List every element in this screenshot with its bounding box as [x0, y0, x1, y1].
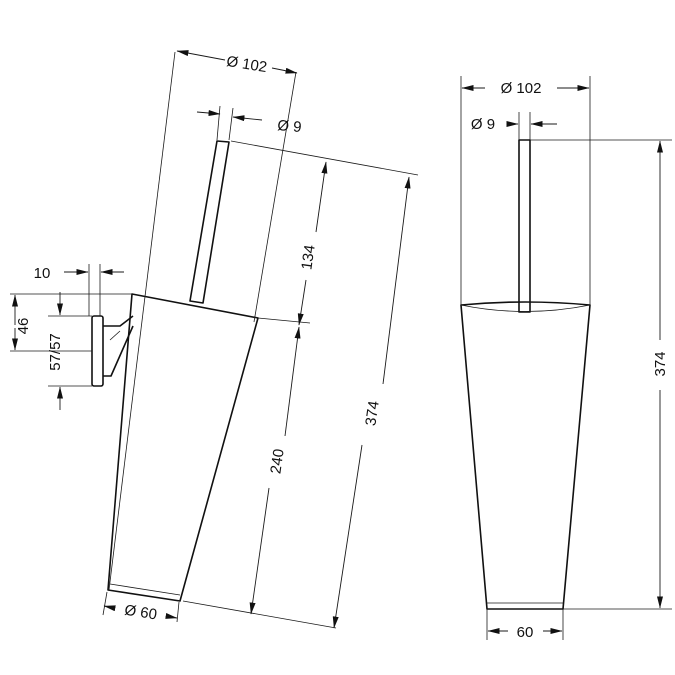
- front-brush-handle: [518, 139, 531, 313]
- front-diameter-top-label: Ø 102: [501, 80, 542, 97]
- wall-offset-label: 10: [34, 265, 51, 282]
- front-extension-lines: [460, 76, 672, 640]
- handle-length-label: 134: [298, 244, 318, 271]
- front-dimension-lines: [461, 85, 663, 634]
- front-holder-body: [460, 301, 591, 610]
- total-length-label: 374: [362, 400, 382, 427]
- side-diameter-bottom-label: Ø 60: [123, 602, 158, 624]
- front-diameter-handle-label: Ø 9: [471, 116, 495, 133]
- holder-body: [107, 293, 259, 602]
- side-view: Ø 102 Ø 9 10 46 57/57 134 240 374 Ø 60: [10, 50, 419, 629]
- bracket-spacing-label: 57/57: [47, 333, 64, 371]
- front-bottom-width-label: 60: [517, 624, 534, 641]
- side-dimension-lines: [12, 50, 411, 629]
- brush-handle: [189, 140, 230, 304]
- side-extension-lines: [10, 51, 419, 629]
- side-diameter-top-label: Ø 102: [225, 53, 268, 76]
- front-total-height-label: 374: [652, 351, 669, 376]
- bracket-height-label: 46: [15, 318, 32, 335]
- side-diameter-handle-label: Ø 9: [277, 117, 303, 136]
- holder-length-label: 240: [267, 448, 287, 475]
- front-view: Ø 102 Ø 9 374 60: [460, 76, 672, 641]
